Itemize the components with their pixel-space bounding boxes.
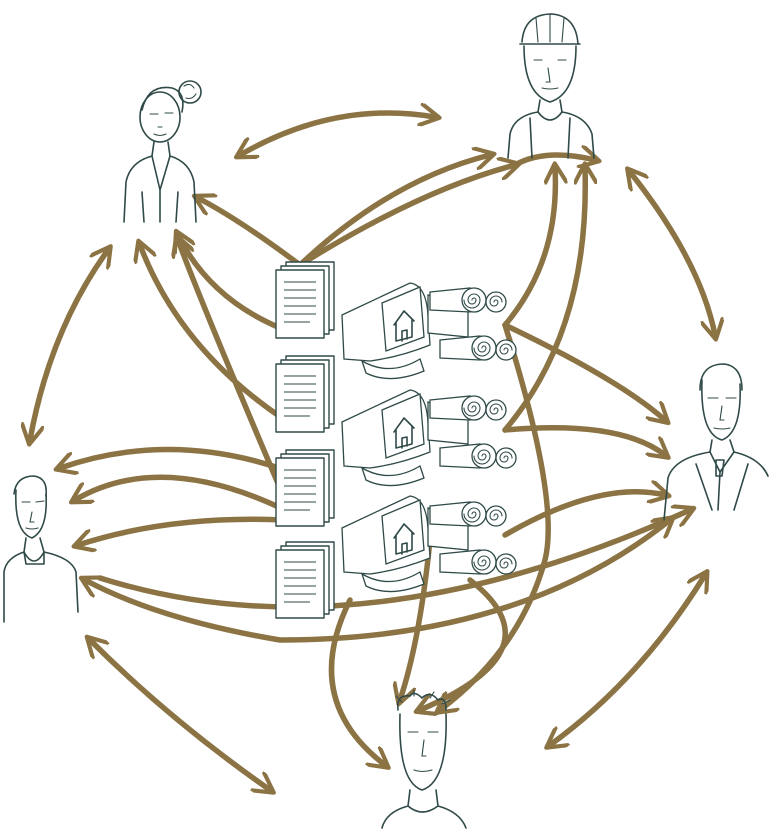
scroll-icon [429,287,507,313]
computer-house-icon [341,495,469,593]
arrow-8 [297,155,490,268]
scroll-icon [439,549,517,575]
arrow-5 [90,640,270,790]
scroll-icon [439,335,517,361]
document-stack-icon [275,355,335,433]
arrow-18 [502,322,665,420]
arrow-6 [550,575,705,745]
arrow-7 [198,198,303,268]
arrow-17 [502,168,585,433]
scroll-icon [439,443,517,469]
computer-house-icon [341,282,469,380]
document-stack-icon [275,261,335,339]
scroll-group [429,287,517,575]
person-man-left-icon [3,475,79,623]
arrow-11 [140,245,288,423]
arrow-13 [60,446,288,470]
arrow-14 [78,516,288,545]
arrow-26 [97,510,690,610]
arrow-24 [328,597,385,765]
arrow-12 [75,474,288,513]
person-worker-icon [507,13,595,159]
arrow-1 [240,113,435,155]
scroll-icon [429,395,507,421]
person-woman-icon [123,80,202,223]
central-hub [275,261,517,619]
arrow-4 [30,250,108,440]
arrow-2 [512,155,595,165]
scroll-icon [429,501,507,527]
arrow-15 [178,240,288,503]
person-man-bottom-icon [381,689,467,829]
document-stack-icon [275,449,335,527]
arrow-19 [502,425,665,455]
arrow-16 [502,168,555,328]
arrow-3 [630,172,715,335]
person-businessman-icon [663,363,769,521]
document-stack-icon [275,541,335,619]
arrow-9 [297,165,515,268]
connection-arrows [30,113,715,790]
arrow-25 [85,520,670,643]
